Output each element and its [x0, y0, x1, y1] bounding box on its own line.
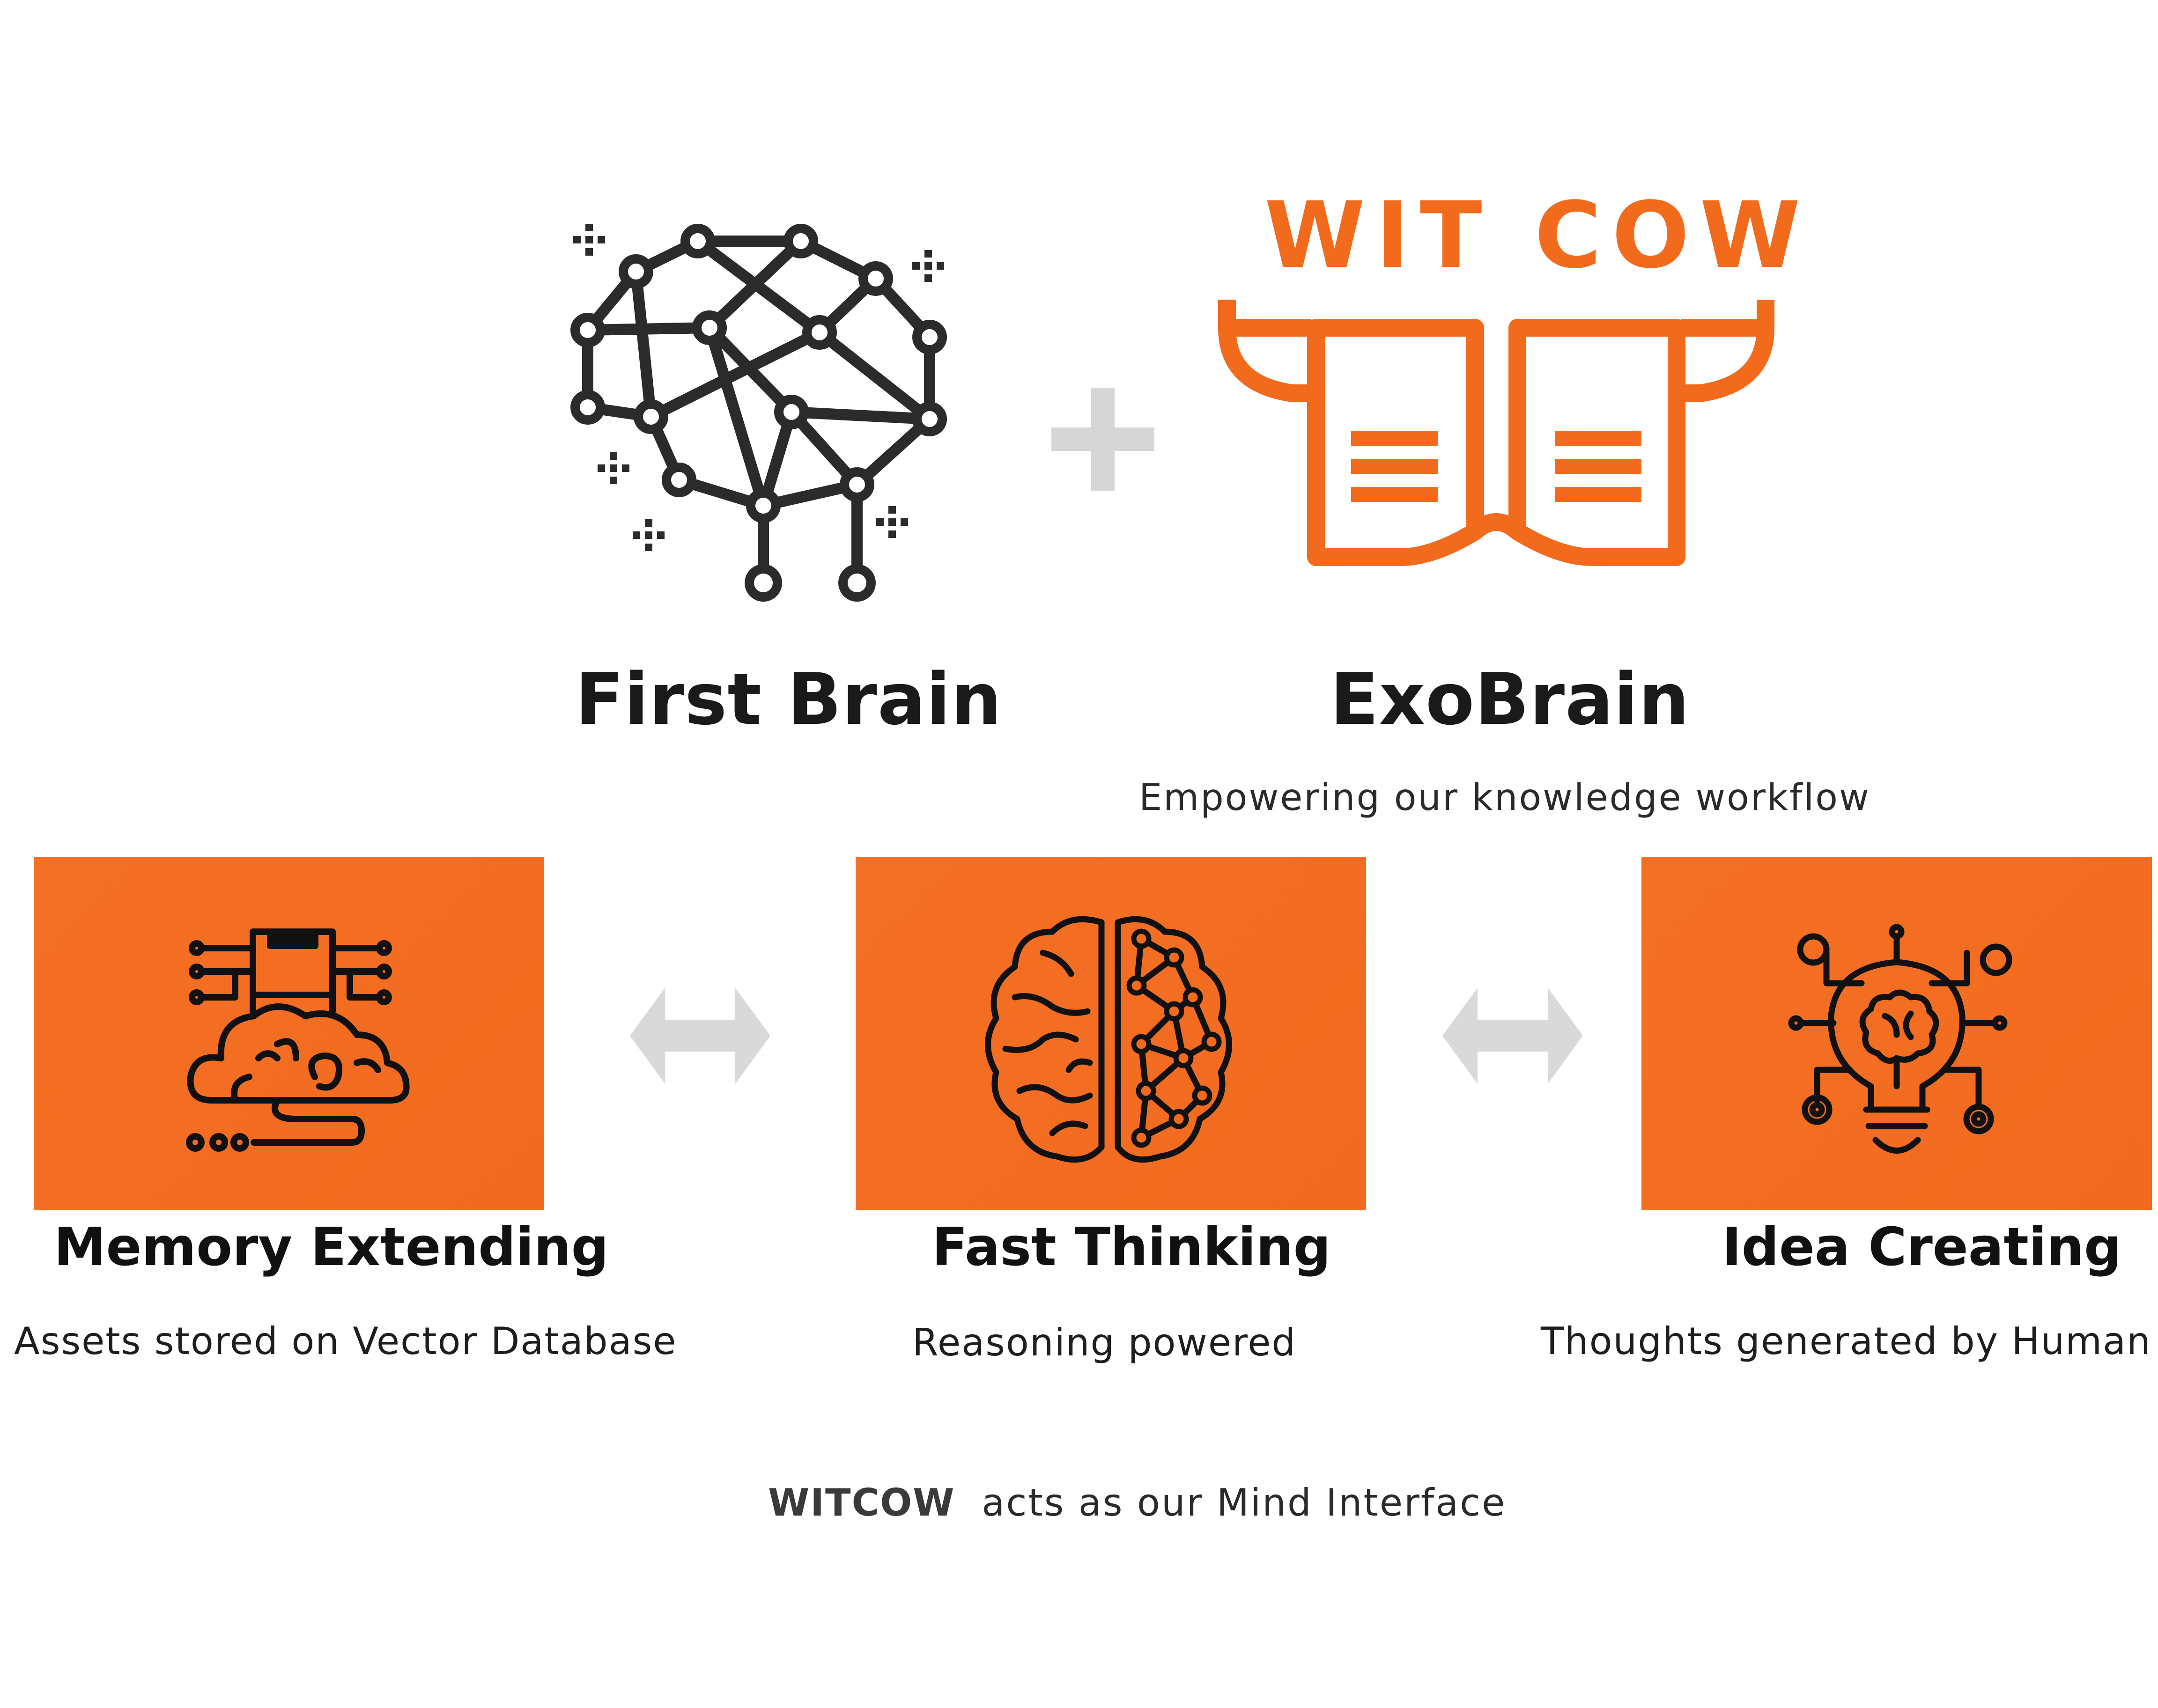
double-arrow-icon: [1442, 988, 1583, 1084]
idea-card-subtitle: Thoughts generated by Human: [1541, 1319, 2151, 1363]
footer-brand: WITCOW: [768, 1481, 955, 1524]
memory-card-subtitle: Assets stored on Vector Database: [14, 1319, 677, 1363]
first-brain-title: First Brain: [575, 658, 1002, 741]
brain-cloud-chip-icon: [186, 928, 410, 1152]
memory-card-title: Memory Extending: [54, 1217, 609, 1278]
network-brain-icon: [570, 224, 947, 602]
idea-card-title: Idea Creating: [1722, 1217, 2122, 1278]
idea-card: [1641, 857, 2152, 1210]
exobrain-tagline: Empowering our knowledge workflow: [1139, 777, 1870, 819]
lightbulb-brain-icon: [1788, 924, 2012, 1154]
footer-caption: WITCOW acts as our Mind Interface: [768, 1484, 1506, 1522]
exobrain-title: ExoBrain: [1330, 658, 1690, 741]
brain-neural-network-icon: [985, 916, 1232, 1163]
brand-wordmark: WIT COW: [1264, 182, 1811, 288]
witcow-book-horns-logo: [1218, 300, 1774, 566]
double-arrow-icon: [630, 988, 770, 1084]
memory-card: [34, 857, 544, 1210]
footer-text: acts as our Mind Interface: [982, 1481, 1507, 1524]
fast-thinking-card: [856, 857, 1366, 1210]
plus-icon: [1051, 388, 1154, 491]
fast-thinking-card-subtitle: Reasoning powered: [912, 1321, 1297, 1364]
fast-thinking-card-title: Fast Thinking: [932, 1217, 1331, 1278]
